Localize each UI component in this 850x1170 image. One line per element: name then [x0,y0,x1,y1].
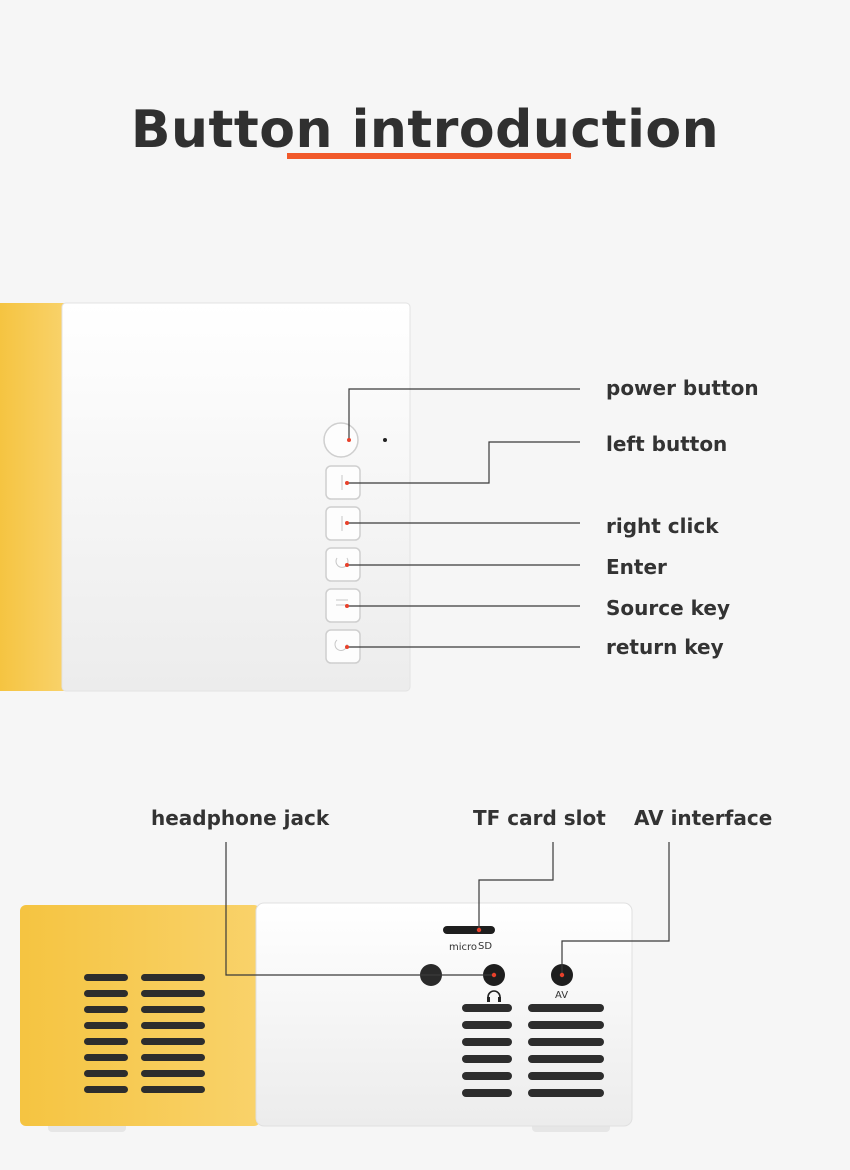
back-yellow-panel [20,905,260,1126]
back-leader-lines [225,842,670,976]
callout-right-click: right click [606,514,719,538]
right-vent-grille [462,1004,604,1097]
top-white-body [61,302,411,692]
power-button-key [323,422,359,458]
callout-left-button: left button [606,432,728,456]
callout-av-interface: AV interface [634,806,773,830]
indicator-dot [383,438,387,442]
sd-label: SD [478,941,493,952]
headphone-icon [487,990,501,1002]
tf-card-slot [443,926,495,934]
projector-top-view [0,302,411,692]
page-title: Button introduction [130,100,720,160]
callout-tf-card-slot: TF card slot [473,806,606,830]
title-underline [287,153,571,159]
callout-return-key: return key [606,635,724,659]
back-white-body [255,902,633,1127]
top-anchor-dots [345,438,351,649]
top-yellow-panel [0,303,64,691]
micro-label: micro [449,942,478,953]
back-anchor-dots [476,927,565,978]
av-label: AV [555,990,569,1001]
projector-back-view [20,902,633,1132]
top-leader-lines [347,388,580,648]
callout-headphone-jack: headphone jack [151,806,330,830]
callout-source-key: Source key [606,596,730,620]
left-vent-grille [84,974,205,1093]
callout-power-button: power button [606,376,759,400]
callout-enter: Enter [606,555,667,579]
